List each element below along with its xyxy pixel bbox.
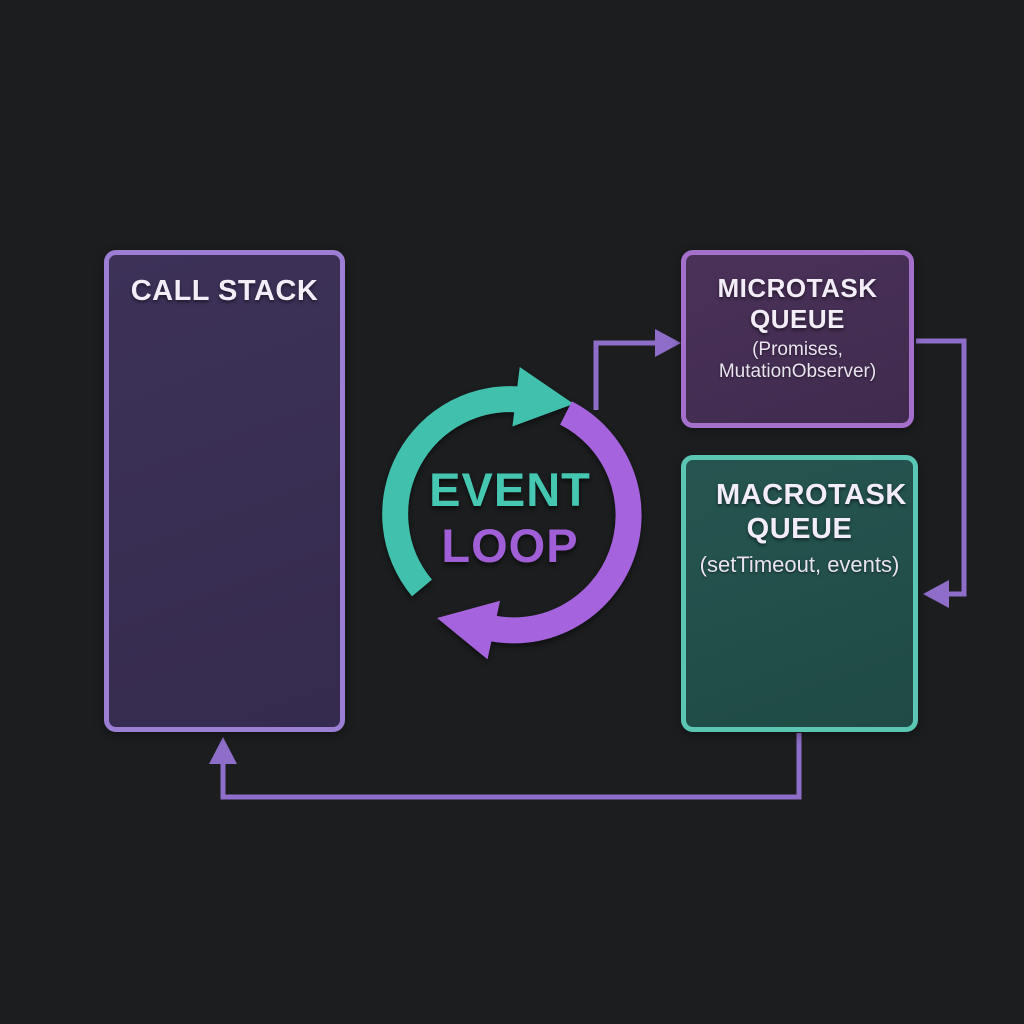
macrotask-queue-box: MACROTASK QUEUE (setTimeout, events) (681, 455, 918, 732)
arrow-eventloop-to-microtask-icon (593, 329, 681, 410)
arrow-macrotask-to-callstack-icon (209, 733, 802, 800)
cycle-purple-arc (482, 401, 642, 644)
cycle-teal-arrowhead-icon (512, 367, 574, 427)
call-stack-box: CALL STACK (104, 250, 345, 732)
event-loop-cycle-icon (382, 367, 642, 660)
macrotask-queue-sublabel: (setTimeout, events) (699, 552, 900, 577)
arrow-microtask-to-macrotask-icon (916, 338, 967, 608)
event-loop-label: EVENT LOOP (429, 462, 591, 574)
cycle-teal-arc (382, 386, 526, 597)
microtask-queue-label: MICROTASK QUEUE (717, 273, 878, 334)
event-loop-label-line2: LOOP (441, 519, 579, 572)
macrotask-queue-label: MACROTASK QUEUE (716, 479, 907, 545)
microtask-queue-sublabel: (Promises, MutationObserver) (718, 339, 877, 382)
cycle-purple-arrowhead-icon (437, 600, 501, 660)
event-loop-label-line1: EVENT (429, 463, 591, 516)
call-stack-label: CALL STACK (130, 275, 319, 307)
microtask-queue-box: MICROTASK QUEUE (Promises, MutationObser… (681, 250, 914, 428)
